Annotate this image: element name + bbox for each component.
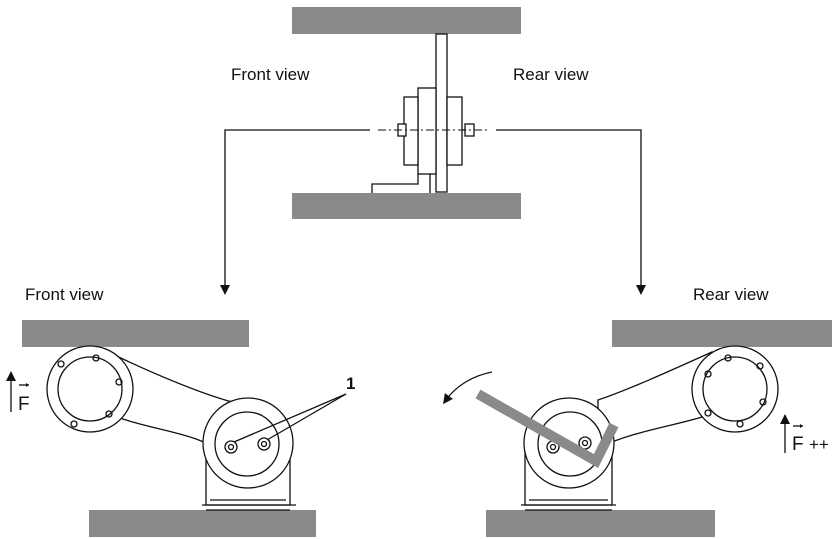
front-pivot-disc [214,411,280,477]
callout-1: 1 [346,374,355,393]
top-front-view-label: Front view [231,65,310,84]
lower-mounting-plate [292,193,521,219]
front-view-arrow [220,129,370,295]
front-upper-plate [22,320,249,347]
rear-view-arrow [496,129,646,295]
rear-upper-plate [612,320,832,347]
front-view-label: Front view [25,285,104,304]
rear-force-suffix: ++ [809,435,829,454]
rear-force-icon [780,414,803,453]
top-rear-view-label: Rear view [513,65,589,84]
hub-body-right [446,96,463,166]
top-view: Front view Rear view [220,7,646,295]
front-view: Front view 1 F [6,285,355,537]
front-force-icon [6,371,29,412]
shaft-plate [435,33,448,193]
rear-view-label: Rear view [693,285,769,304]
rear-force-label: F [792,434,804,455]
bracket-foot [371,174,419,193]
rear-lower-plate [486,510,715,537]
rear-flange-bore [702,356,768,422]
hub-plate [417,87,437,175]
front-force-label: F [18,394,30,415]
front-lower-plate [89,510,316,537]
rear-view: Rear view [443,285,832,537]
release-lever [475,389,619,468]
front-flange-bore [57,356,123,422]
upper-mounting-plate [292,7,521,34]
rotation-arrow-icon [443,371,493,405]
